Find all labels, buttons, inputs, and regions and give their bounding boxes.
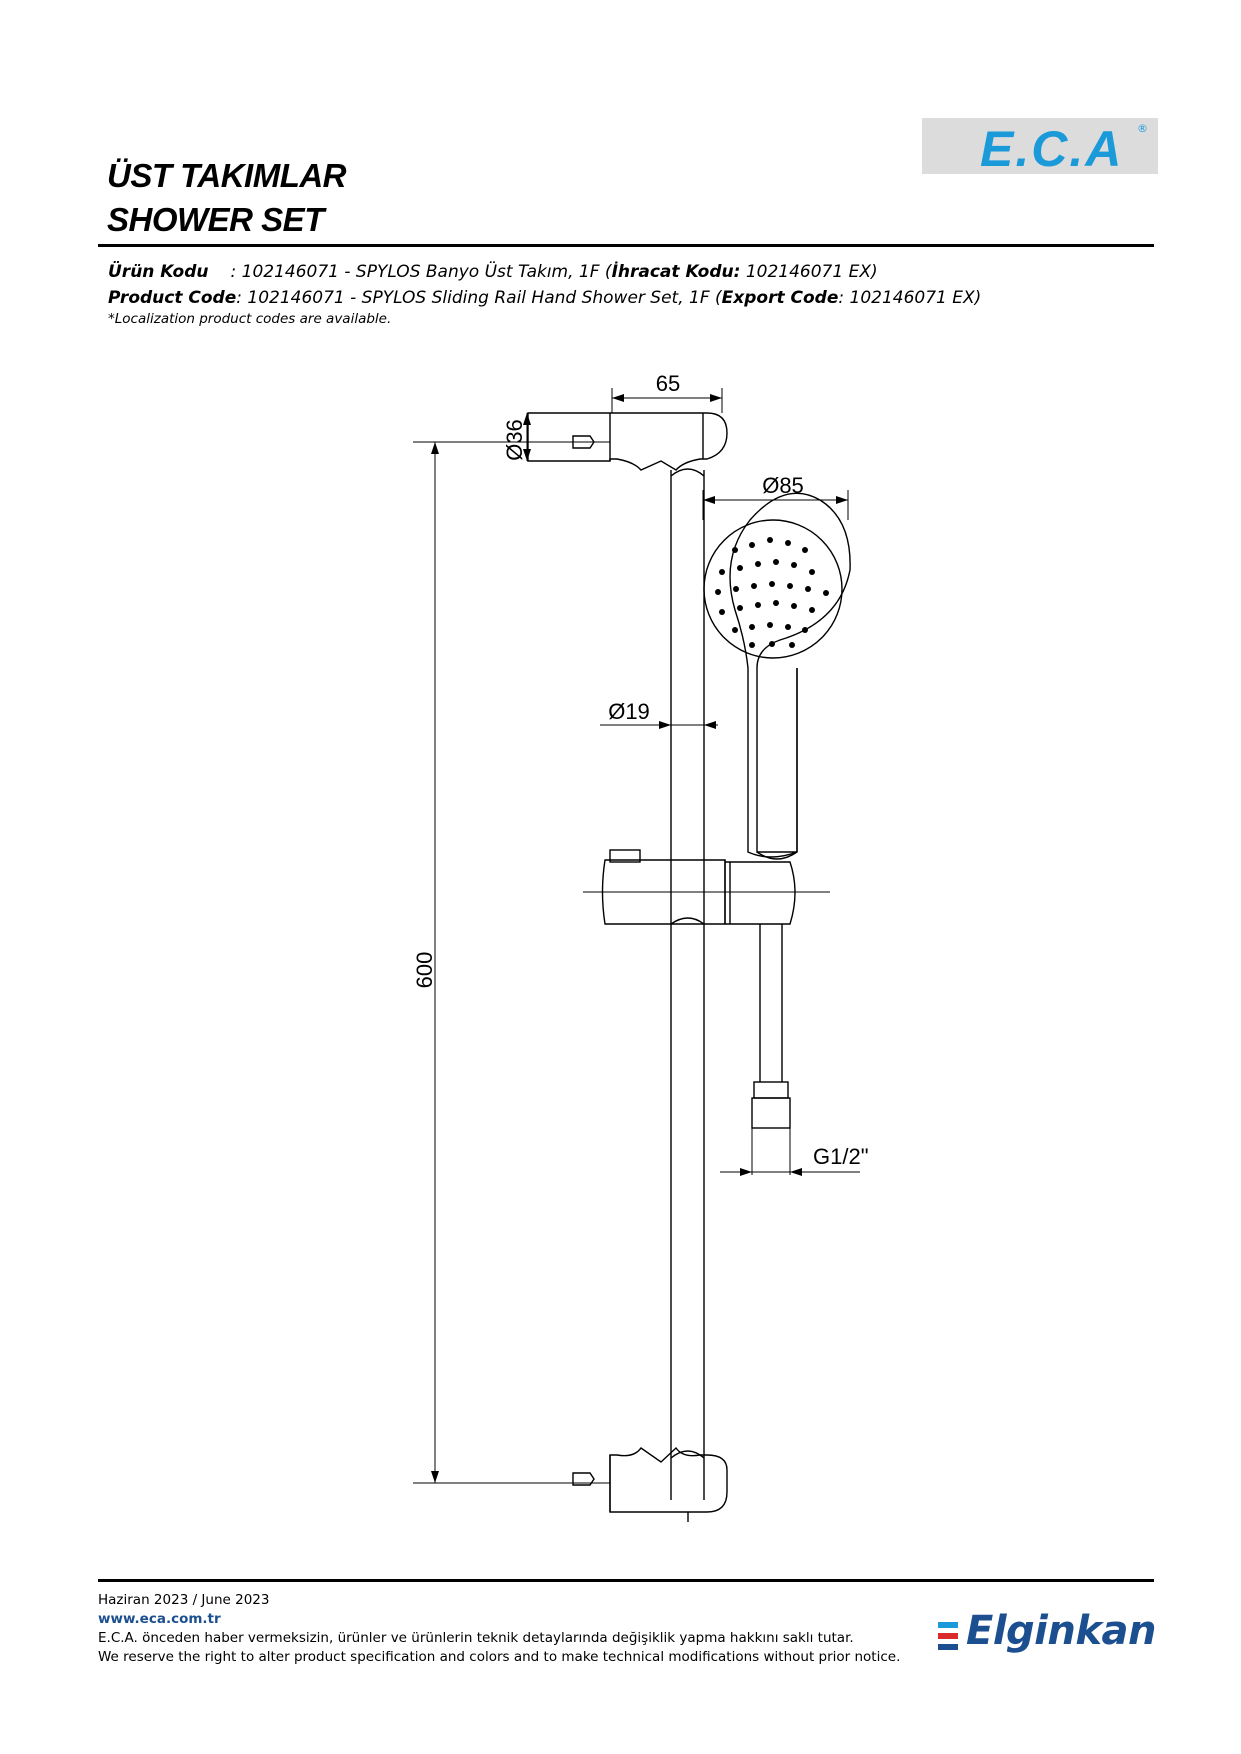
dim-rail-diameter: Ø19 bbox=[608, 699, 650, 724]
product-code-tr: Ürün Kodu : 102146071 - SPYLOS Banyo Üst … bbox=[108, 259, 1148, 285]
product-code-en: Product Code: 102146071 - SPYLOS Sliding… bbox=[108, 285, 1148, 311]
export-code-en-label: Export Code bbox=[721, 288, 839, 308]
footer-text: Haziran 2023 / June 2023 www.eca.com.tr … bbox=[98, 1591, 918, 1667]
dim-head-diameter: Ø85 bbox=[762, 473, 804, 498]
eca-logo: E.C.A ® bbox=[922, 118, 1158, 177]
slide-rail bbox=[670, 468, 705, 1500]
export-code-tr-label: İhracat Kodu: bbox=[611, 262, 741, 282]
product-code-tr-text: : 102146071 - SPYLOS Banyo Üst Takım, 1F… bbox=[230, 262, 612, 282]
dim-thread: G1/2" bbox=[813, 1144, 869, 1169]
title-tr: ÜST TAKIMLAR bbox=[107, 157, 347, 194]
product-code-en-text: : 102146071 - SPYLOS Sliding Rail Hand S… bbox=[236, 288, 722, 308]
eca-logo-text: E.C.A bbox=[980, 121, 1124, 177]
registered-mark: ® bbox=[1137, 122, 1148, 135]
footer-date: Haziran 2023 / June 2023 bbox=[98, 1592, 270, 1608]
dim-width: 65 bbox=[656, 371, 680, 396]
title-en: SHOWER SET bbox=[107, 201, 324, 238]
product-code-tr-label: Ürün Kodu bbox=[108, 262, 209, 282]
shower-hose bbox=[751, 924, 791, 1129]
spray-nozzles bbox=[715, 537, 829, 648]
dimension-lines bbox=[413, 388, 860, 1484]
dim-bracket-diameter: Ø36 bbox=[502, 419, 527, 461]
header-divider bbox=[98, 244, 1154, 247]
dimension-arrows bbox=[431, 394, 848, 1483]
product-code-en-label: Product Code bbox=[108, 288, 237, 308]
export-code-tr-value: 102146071 EX) bbox=[740, 262, 878, 282]
export-code-en-value: : 102146071 EX) bbox=[838, 288, 982, 308]
localization-note: *Localization product codes are availabl… bbox=[108, 311, 392, 327]
footer-divider bbox=[98, 1579, 1154, 1582]
elginkan-logo-text: Elginkan bbox=[966, 1608, 1156, 1654]
footer-website-link[interactable]: www.eca.com.tr bbox=[98, 1611, 221, 1627]
hand-shower bbox=[703, 492, 851, 860]
slider bbox=[601, 849, 796, 925]
top-bracket bbox=[527, 412, 728, 471]
footer-disclaimer-tr: E.C.A. önceden haber vermeksizin, ürünle… bbox=[98, 1630, 854, 1646]
footer-disclaimer-en: We reserve the right to alter product sp… bbox=[98, 1649, 901, 1665]
dim-height: 600 bbox=[412, 952, 437, 989]
elginkan-logo-bars-icon bbox=[938, 1622, 958, 1655]
